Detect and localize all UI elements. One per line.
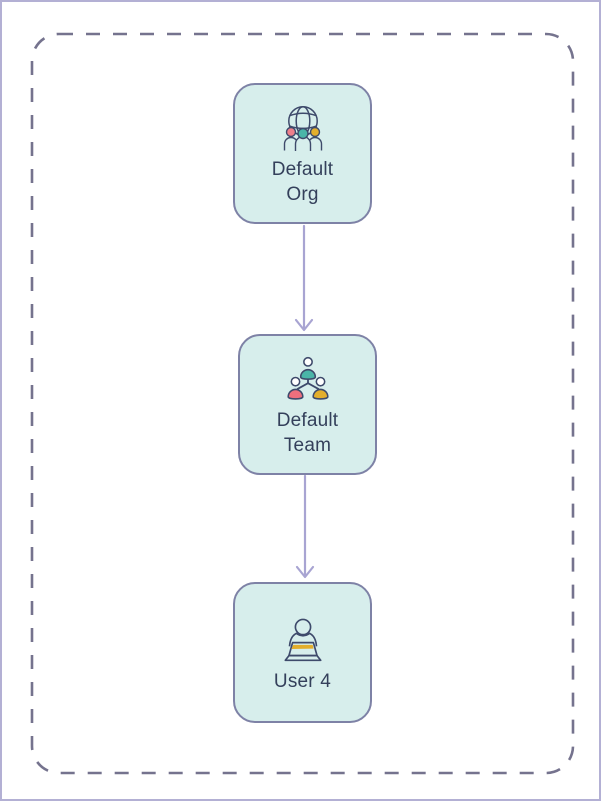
- organization-globe-icon: [283, 106, 322, 151]
- node-label: Default Org: [271, 159, 334, 205]
- arrowhead-icon: [294, 318, 314, 332]
- node-default-team[interactable]: Default Team: [238, 334, 377, 475]
- node-default-org[interactable]: Default Org: [233, 83, 372, 224]
- connector-arrow-team-to-user: [295, 474, 315, 579]
- user-laptop-icon: [283, 618, 322, 661]
- arrowhead-icon: [295, 565, 315, 579]
- node-user-4[interactable]: User 4: [233, 582, 372, 723]
- group-dashed-boundary: [30, 32, 575, 775]
- team-hierarchy-icon: [286, 356, 329, 400]
- connector-arrow-org-to-team: [294, 224, 314, 332]
- node-label: User 4: [273, 670, 332, 692]
- node-label: Default Team: [276, 410, 339, 456]
